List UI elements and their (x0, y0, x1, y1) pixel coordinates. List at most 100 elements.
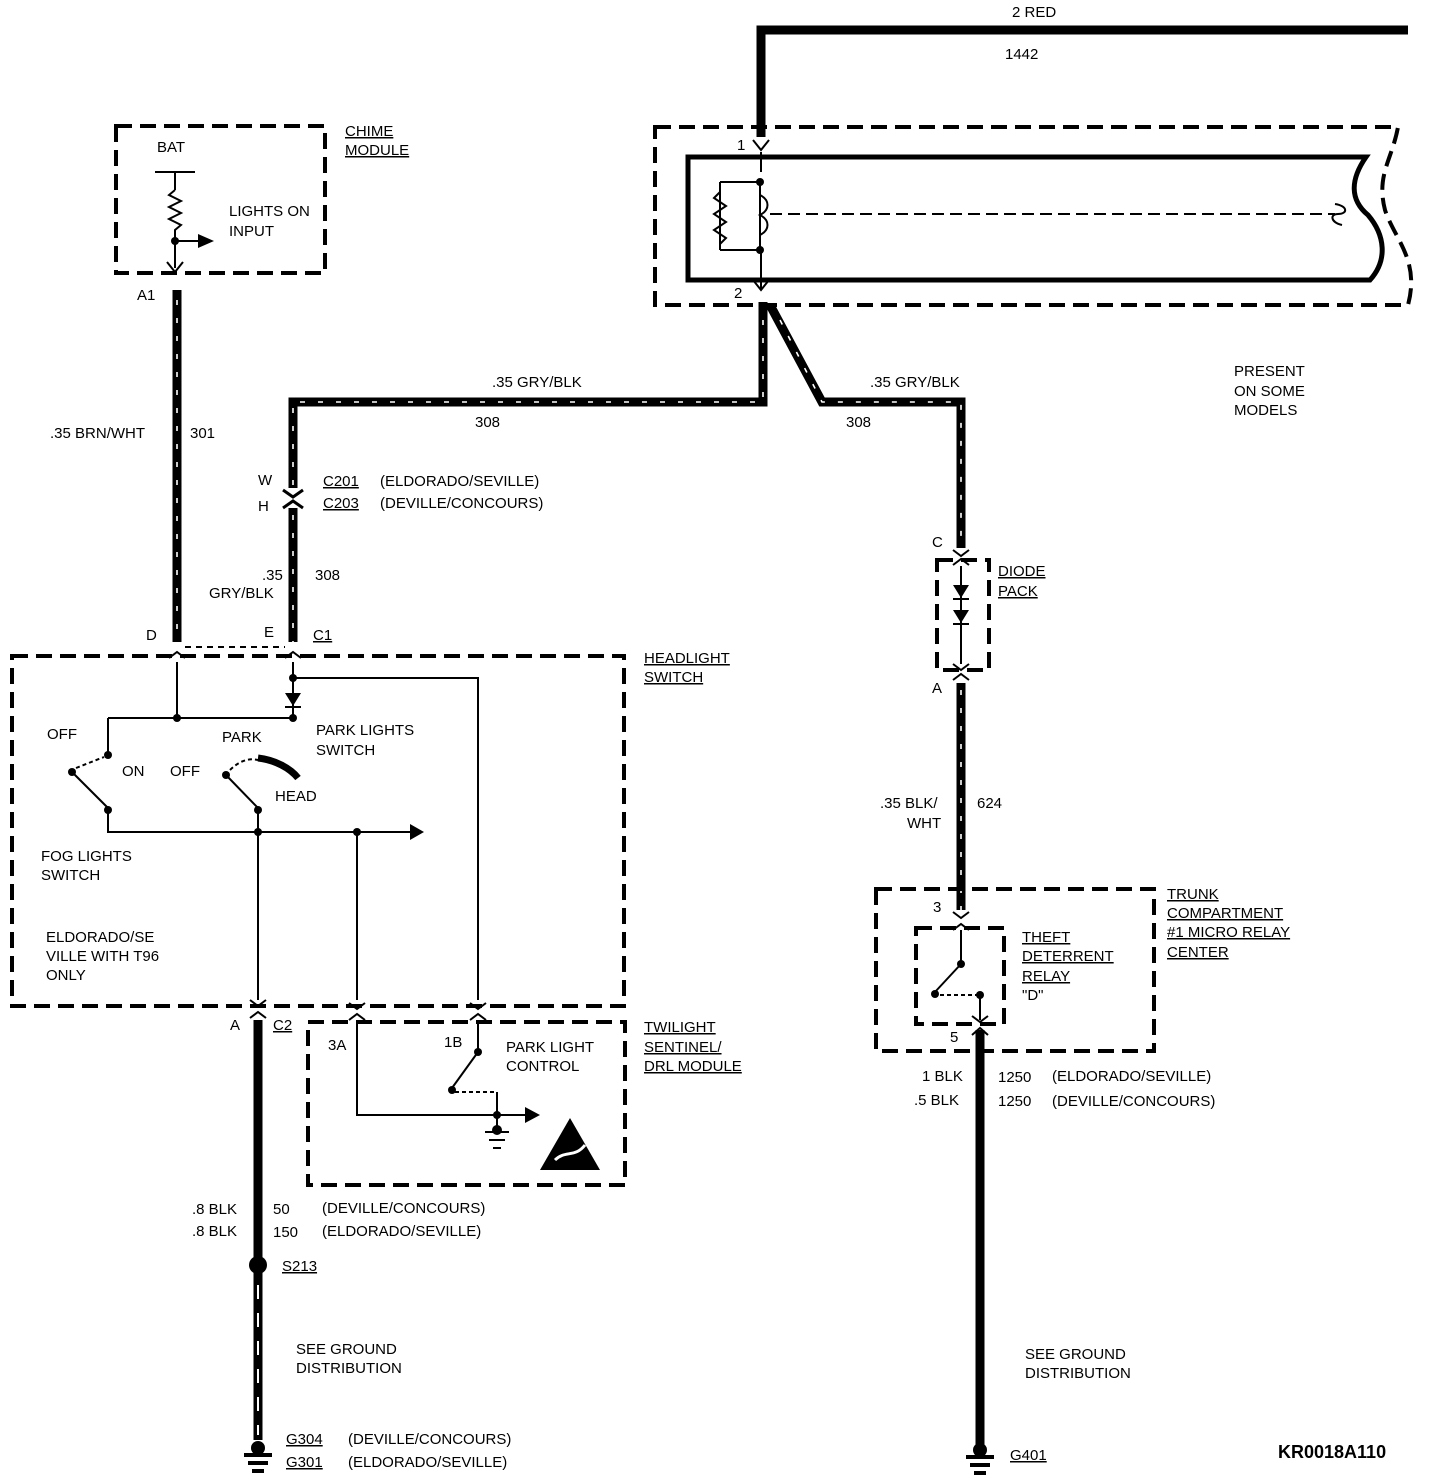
label-on: ON (122, 763, 145, 780)
label-relay2: DETERRENT (1022, 948, 1114, 965)
chime-module (114, 124, 327, 275)
lamp-block (653, 125, 1414, 307)
trunk-relay-center (874, 887, 1156, 1053)
label-wire308-lower-circuit: 308 (315, 567, 340, 584)
label-gl-circuit2: 150 (273, 1224, 298, 1241)
label-fog2: SWITCH (41, 867, 100, 884)
label-gl-color2: .8 BLK (192, 1223, 237, 1240)
label-pin-3a: 3A (328, 1037, 346, 1054)
label-diode-pin-c: C (932, 534, 943, 551)
label-headlight-title2: SWITCH (644, 669, 703, 686)
label-g304-desc: (DEVILLE/CONCOURS) (348, 1431, 511, 1448)
label-gr-color1: 1 BLK (922, 1068, 963, 1085)
label-c2: C2 (273, 1017, 292, 1034)
label-g304: G304 (286, 1431, 323, 1448)
label-wire308-lower-color: GRY/BLK (209, 585, 274, 602)
label-twilight3: DRL MODULE (644, 1058, 742, 1075)
twilight-module (306, 1012, 627, 1187)
label-c1: C1 (313, 627, 332, 644)
label-head: HEAD (275, 788, 317, 805)
label-diode1: DIODE (998, 563, 1046, 580)
label-gl-desc2: (ELDORADO/SEVILLE) (322, 1223, 481, 1240)
wire-308-right (766, 302, 966, 548)
label-wire624-circuit: 624 (977, 795, 1002, 812)
label-present1: PRESENT (1234, 363, 1305, 380)
label-park-switch1: PARK LIGHTS (316, 722, 414, 739)
label-pin-d: D (146, 627, 157, 644)
label-gl-see1: SEE GROUND (296, 1341, 397, 1358)
label-lamp-pin2: 2 (734, 285, 742, 302)
label-gl-desc1: (DEVILLE/CONCOURS) (322, 1200, 485, 1217)
label-control1: PARK LIGHT (506, 1039, 594, 1056)
diagram-code: KR0018A110 (1278, 1442, 1386, 1462)
label-relay3: RELAY (1022, 968, 1070, 985)
label-wire301-circuit: 301 (190, 425, 215, 442)
label-pin-e: E (264, 624, 274, 641)
labels: 2 RED 1442 CHIME MODULE BAT LIGHTS ON IN… (41, 4, 1386, 1471)
label-relay1: THEFT (1022, 929, 1070, 946)
label-chime-title2: MODULE (345, 142, 409, 159)
label-pin-h: H (258, 498, 269, 515)
label-wire624-color2: WHT (907, 815, 941, 832)
label-note1: ELDORADO/SE (46, 929, 154, 946)
label-park: PARK (222, 729, 262, 746)
connector-c201 (282, 488, 304, 510)
label-g301-desc: (ELDORADO/SEVILLE) (348, 1454, 507, 1471)
label-gr-circuit2: 1250 (998, 1093, 1031, 1110)
ground-right (966, 1443, 994, 1475)
label-c201-desc: (ELDORADO/SEVILLE) (380, 473, 539, 490)
label-pin-a-left: A (230, 1017, 240, 1034)
label-wire308-left-circuit: 308 (475, 414, 500, 431)
label-diode2: PACK (998, 583, 1038, 600)
ground-left (244, 1010, 272, 1473)
label-pin-1b: 1B (444, 1034, 462, 1051)
label-wire308-left-color: .35 GRY/BLK (492, 374, 582, 391)
label-gr-desc2: (DEVILLE/CONCOURS) (1052, 1093, 1215, 1110)
wire-308-left (288, 302, 768, 488)
label-relay-pin3: 3 (933, 899, 941, 916)
label-gr-circuit1: 1250 (998, 1069, 1031, 1086)
label-note2: VILLE WITH T96 (46, 948, 159, 965)
label-headlight-title1: HEADLIGHT (644, 650, 730, 667)
label-control2: CONTROL (506, 1058, 579, 1075)
label-s213: S213 (282, 1258, 317, 1275)
label-twilight1: TWILIGHT (644, 1019, 716, 1036)
label-c201: C201 (323, 473, 359, 490)
label-c203: C203 (323, 495, 359, 512)
label-trunk1: TRUNK (1167, 886, 1219, 903)
label-relay4: "D" (1022, 987, 1043, 1004)
label-c203-desc: (DEVILLE/CONCOURS) (380, 495, 543, 512)
label-off-left: OFF (47, 726, 77, 743)
label-g301: G301 (286, 1454, 323, 1471)
label-trunk4: CENTER (1167, 944, 1229, 961)
label-relay-pin5: 5 (950, 1029, 958, 1046)
wires (172, 25, 1408, 1445)
label-gr-see1: SEE GROUND (1025, 1346, 1126, 1363)
headlight-switch (10, 650, 626, 1011)
label-pin-w: W (258, 472, 273, 489)
label-wire624-color1: .35 BLK/ (880, 795, 938, 812)
label-fog1: FOG LIGHTS (41, 848, 132, 865)
label-trunk3: #1 MICRO RELAY (1167, 924, 1290, 941)
label-wire308-right-color: .35 GRY/BLK (870, 374, 960, 391)
label-chime-title1: CHIME (345, 123, 393, 140)
label-diode-pin-a: A (932, 680, 942, 697)
label-wire308-right-circuit: 308 (846, 414, 871, 431)
label-gl-color1: .8 BLK (192, 1201, 237, 1218)
label-twilight2: SENTINEL/ (644, 1039, 722, 1056)
label-trunk2: COMPARTMENT (1167, 905, 1283, 922)
label-off-mid: OFF (170, 763, 200, 780)
label-wire308-lower-gauge: .35 (262, 567, 283, 584)
label-present3: MODELS (1234, 402, 1297, 419)
label-chime-input1: LIGHTS ON (229, 203, 310, 220)
wire-1442 (756, 25, 1408, 137)
label-note3: ONLY (46, 967, 86, 984)
label-top-wire-circuit: 1442 (1005, 46, 1038, 63)
label-chime-pin: A1 (137, 287, 155, 304)
label-gl-see2: DISTRIBUTION (296, 1360, 402, 1377)
label-gr-desc1: (ELDORADO/SEVILLE) (1052, 1068, 1211, 1085)
label-gl-circuit1: 50 (273, 1201, 290, 1218)
label-g401: G401 (1010, 1447, 1047, 1464)
diode-pack (935, 549, 991, 681)
